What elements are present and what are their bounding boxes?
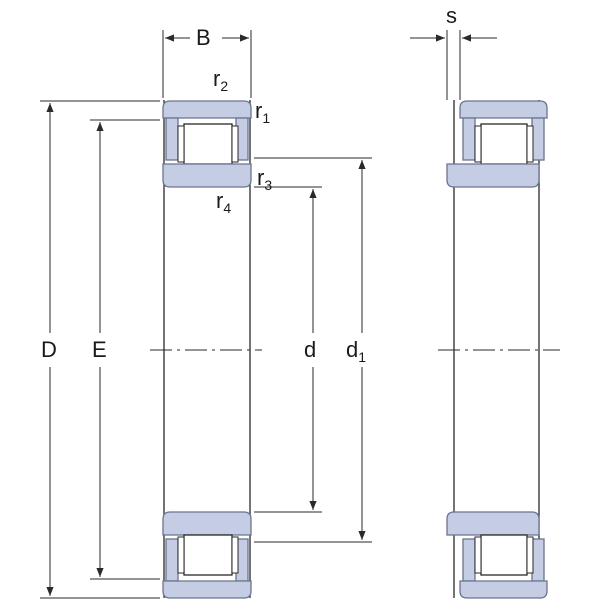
outer-ring-flange-bl <box>165 538 179 582</box>
label-r4: r4 <box>216 188 232 216</box>
inner-ring-top <box>162 163 252 188</box>
right-roller-bottom <box>480 534 528 576</box>
label-d1: d1 <box>346 337 367 365</box>
cage-bottom-right <box>231 536 239 574</box>
label-d: d <box>304 337 317 362</box>
label-r2: r2 <box>213 66 229 94</box>
outer-ring-top <box>162 100 252 119</box>
right-cage-br <box>526 536 534 574</box>
label-r1: r1 <box>255 98 271 126</box>
right-section <box>438 100 560 599</box>
label-s: s <box>446 3 457 28</box>
cage-right <box>231 125 239 163</box>
right-inner-ring-top <box>446 163 540 188</box>
cage-left <box>177 125 185 163</box>
label-r3: r3 <box>257 165 273 193</box>
inner-ring-bottom <box>162 511 252 536</box>
right-cage-tr <box>526 125 534 163</box>
dimension-lines <box>40 30 497 599</box>
label-B: B <box>196 25 211 50</box>
right-cage-bl <box>474 536 482 574</box>
right-flange-tr <box>531 117 545 161</box>
roller-bottom <box>183 534 233 576</box>
label-D: D <box>41 337 57 362</box>
right-inner-ring-bottom <box>446 511 540 536</box>
outer-ring-flange-left <box>165 117 179 161</box>
right-outer-ring-bottom <box>459 580 548 599</box>
label-E: E <box>92 337 107 362</box>
right-flange-br <box>531 538 545 582</box>
roller-top <box>183 123 233 165</box>
cage-bottom-left <box>177 536 185 574</box>
right-roller-top <box>480 123 528 165</box>
outer-ring-bottom <box>162 580 252 599</box>
right-cage-tl <box>474 125 482 163</box>
right-flange-bl <box>462 538 476 582</box>
right-flange-tl <box>462 117 476 161</box>
right-outer-ring-top <box>459 100 548 119</box>
